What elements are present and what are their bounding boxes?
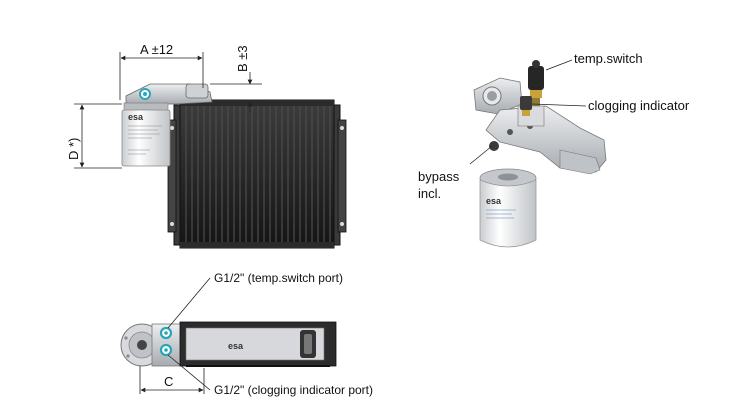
callout-clogging-indicator: clogging indicator	[531, 98, 690, 113]
cooler-top: esa	[179, 321, 337, 367]
callout-bypass: bypass incl.	[418, 145, 493, 201]
dimension-c: C	[139, 366, 205, 394]
callout-temp-switch-port: G1/2" (temp.switch port)	[167, 271, 343, 329]
brand-logo: esa	[128, 112, 144, 122]
temp-switch-port-label: G1/2" (temp.switch port)	[214, 271, 343, 285]
cooler-core	[179, 99, 335, 249]
temp-switch-3d	[528, 60, 544, 106]
exploded-view: esa temp.switch clogging indicator bypas…	[418, 51, 690, 248]
filter-head-3d	[473, 77, 607, 175]
brand-logo-3d: esa	[486, 196, 502, 206]
bypass-valve-icon	[489, 141, 499, 151]
bypass-label-line2: incl.	[418, 186, 441, 201]
callout-temp-switch: temp.switch	[545, 51, 643, 71]
top-view: esa G1/2" (temp.switch port) G1/2" (clog…	[120, 271, 373, 397]
dimension-d-label: D *)	[66, 138, 81, 160]
dimension-a-label: A ±12	[140, 42, 173, 57]
clogging-indicator-port	[159, 343, 173, 357]
dimension-b: B ±3	[210, 45, 262, 112]
clogging-indicator-3d	[520, 96, 532, 116]
temp-switch-port	[159, 326, 173, 340]
filter-cartridge-3d: esa	[479, 168, 537, 248]
dimension-c-label: C	[164, 374, 173, 389]
filter-cartridge-front: esa	[121, 102, 171, 167]
clogging-indicator-port-label: G1/2" (clogging indicator port)	[214, 383, 373, 397]
callout-clogging-indicator-port: G1/2" (clogging indicator port)	[167, 354, 373, 397]
dimension-d: D *)	[66, 103, 122, 169]
dimension-b-label: B ±3	[235, 45, 250, 72]
dimension-a: A ±12	[119, 42, 204, 100]
front-view: esa A ±12 B ±3	[66, 42, 347, 249]
filter-head	[125, 83, 213, 105]
bypass-label-line1: bypass	[418, 169, 460, 184]
clogging-indicator-label: clogging indicator	[588, 98, 690, 113]
brand-logo-top: esa	[228, 341, 244, 351]
temp-switch-label: temp.switch	[574, 51, 643, 66]
